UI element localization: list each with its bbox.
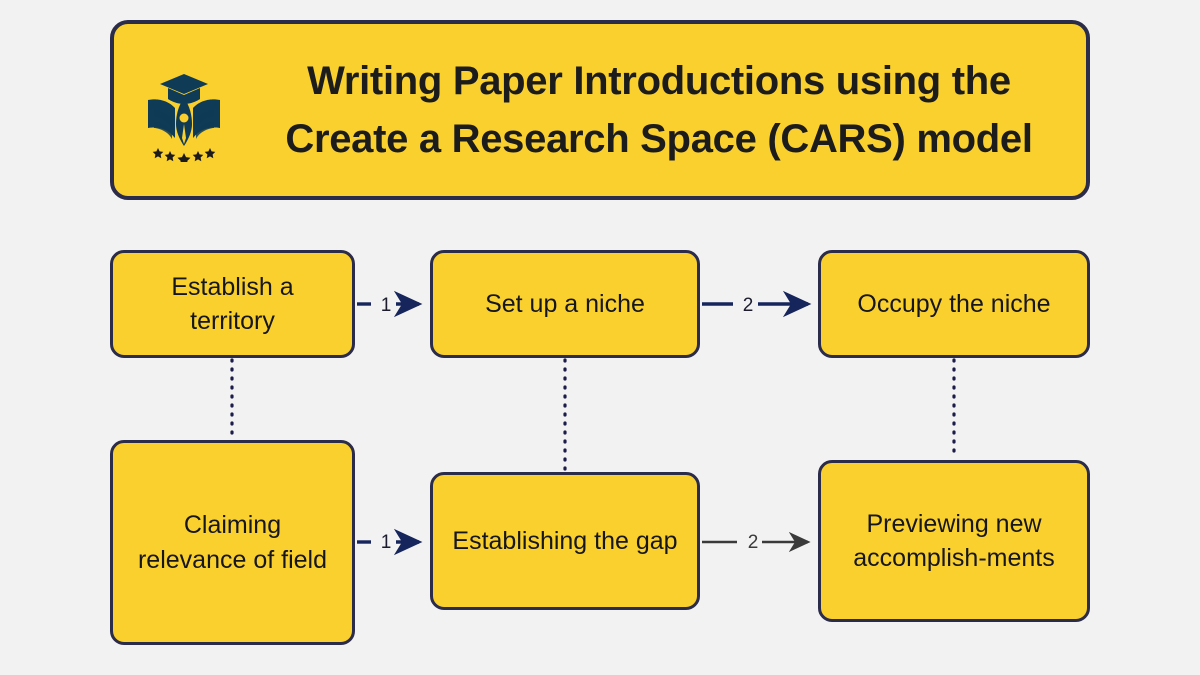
flow-box-establishing-gap[interactable]: Establishing the gap	[430, 472, 700, 610]
flow-box-establish-territory[interactable]: Establish a territory	[110, 250, 355, 358]
flow-box-previewing-accomplishments[interactable]: Previewing new accomplish-ments	[818, 460, 1090, 622]
flow-box-label: Set up a niche	[485, 289, 645, 318]
flow-box-occupy-niche[interactable]: Occupy the niche	[818, 250, 1090, 358]
page-title-line-2: Create a Research Space (CARS) model	[285, 117, 1033, 161]
header-banner: Writing Paper Introductions using the Cr…	[110, 20, 1090, 200]
arrow-label-row2-2: 2	[747, 532, 759, 553]
graduation-cap-book-pen-logo	[142, 66, 226, 166]
flow-box-label: Establish a territory	[171, 272, 294, 336]
flow-box-label: Occupy the niche	[857, 289, 1051, 318]
arrow-label-row1-2: 2	[742, 295, 754, 316]
page-title: Writing Paper Introductions using the Cr…	[234, 24, 1084, 196]
flow-box-label: Establishing the gap	[452, 526, 678, 555]
flow-box-label: Previewing new accomplish-ments	[853, 509, 1055, 573]
arrow-label-row2-1: 1	[380, 532, 392, 553]
page-title-line-1: Writing Paper Introductions using the	[307, 59, 1011, 103]
flow-box-label: Claiming relevance of field	[137, 511, 327, 574]
arrow-label-row1-1: 1	[380, 295, 392, 316]
flow-box-claiming-relevance[interactable]: Claiming relevance of field	[110, 440, 355, 645]
flow-box-set-up-niche[interactable]: Set up a niche	[430, 250, 700, 358]
